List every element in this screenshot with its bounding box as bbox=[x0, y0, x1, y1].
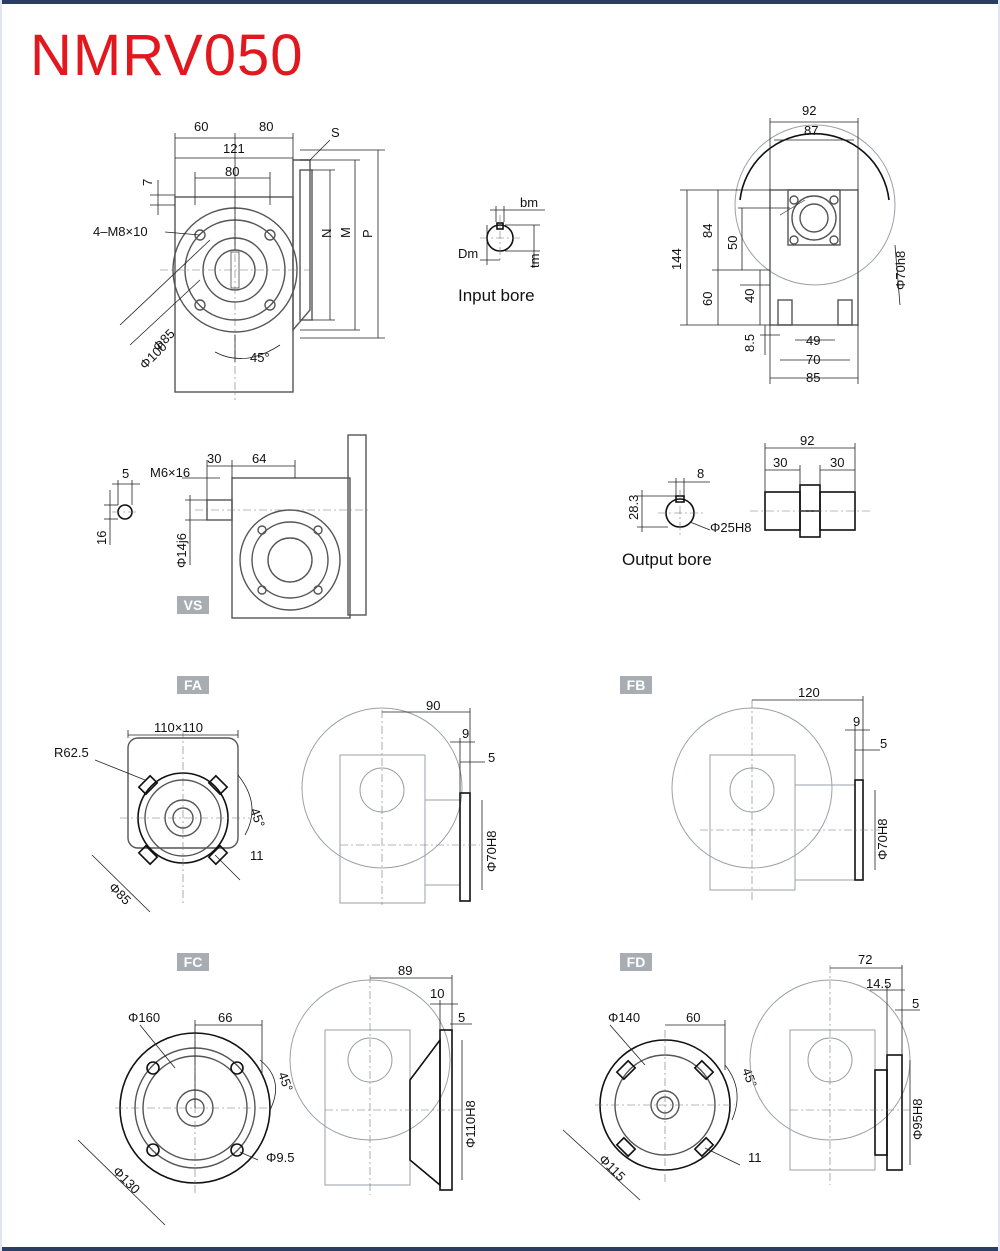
vs-view: 5 M6×16 30 64 16 Φ14j6 bbox=[94, 434, 370, 619]
front-view: 60 80 121 80 7 S N M P 4–M8×10 Φ85 Φ100 … bbox=[93, 119, 385, 400]
fa-badge: FA bbox=[177, 676, 209, 694]
output-bore-label: Output bore bbox=[622, 550, 712, 569]
side-dim-60: 60 bbox=[700, 292, 715, 306]
fd-dim-phi140: Φ140 bbox=[608, 1010, 640, 1025]
front-dim-7: 7 bbox=[140, 179, 155, 186]
vs-dim-5: 5 bbox=[122, 466, 129, 481]
fb-dim-9: 9 bbox=[853, 714, 860, 729]
output-dim-28-3: 28.3 bbox=[626, 495, 641, 520]
front-dim-80: 80 bbox=[225, 164, 239, 179]
front-dim-thread: 4–M8×10 bbox=[93, 224, 148, 239]
fc-badge: FC bbox=[177, 953, 209, 971]
fc-dim-10: 10 bbox=[430, 986, 444, 1001]
fc-dim-phi9-5: Φ9.5 bbox=[266, 1150, 294, 1165]
fd-dim-phi115: Φ115 bbox=[596, 1152, 629, 1185]
fa-dim-angle45: 45° bbox=[247, 806, 268, 830]
fa-dim-110x110: 110×110 bbox=[154, 720, 203, 735]
fa-dim-11: 11 bbox=[250, 848, 264, 863]
fd-dim-phi95h8: Φ95H8 bbox=[910, 1099, 925, 1140]
input-bore-detail: bm Dm tm bbox=[458, 195, 545, 268]
fc-dim-phi160: Φ160 bbox=[128, 1010, 160, 1025]
output-shaft: 92 30 30 bbox=[750, 433, 870, 538]
fc-dim-66: 66 bbox=[218, 1010, 232, 1025]
front-dim-s: S bbox=[331, 125, 340, 140]
shaft-dim-30-right: 30 bbox=[830, 455, 844, 470]
side-view: 92 87 144 84 50 60 40 8.5 49 70 85 Φ70h8 bbox=[669, 103, 908, 385]
output-bore-detail: 8 28.3 Φ25H8 bbox=[626, 466, 751, 535]
model-title: NMRV050 bbox=[30, 23, 304, 88]
input-dim-bm: bm bbox=[520, 195, 538, 210]
vs-dim-phi14j6: Φ14j6 bbox=[174, 533, 189, 568]
fc-dim-phi130: Φ130 bbox=[110, 1164, 143, 1197]
front-dim-p: P bbox=[360, 229, 375, 238]
side-dim-92: 92 bbox=[802, 103, 816, 118]
fb-dim-120: 120 bbox=[798, 685, 820, 700]
fa-side-view: 90 9 5 Φ70H8 bbox=[301, 698, 499, 905]
vs-dim-64: 64 bbox=[252, 451, 266, 466]
bottom-border bbox=[0, 1247, 1000, 1251]
input-dim-dm: Dm bbox=[458, 246, 478, 261]
output-dim-phi25h8: Φ25H8 bbox=[710, 520, 751, 535]
side-dim-8-5: 8.5 bbox=[742, 334, 757, 352]
fd-dim-5: 5 bbox=[912, 996, 919, 1011]
side-dim-84: 84 bbox=[700, 224, 715, 238]
fc-dim-5: 5 bbox=[458, 1010, 465, 1025]
output-dim-8: 8 bbox=[697, 466, 704, 481]
input-dim-tm: tm bbox=[527, 254, 542, 268]
fb-dim-5: 5 bbox=[880, 736, 887, 751]
fc-dim-angle45: 45° bbox=[275, 1070, 296, 1094]
side-dim-70: 70 bbox=[806, 352, 820, 367]
fb-badge: FB bbox=[620, 676, 652, 694]
fa-dim-5: 5 bbox=[488, 750, 495, 765]
front-dim-60: 60 bbox=[194, 119, 208, 134]
fb-side-view: 120 9 5 Φ70H8 bbox=[671, 685, 890, 900]
front-dim-angle45: 45° bbox=[250, 350, 270, 365]
side-dim-50: 50 bbox=[725, 236, 740, 250]
side-dim-85: 85 bbox=[806, 370, 820, 385]
fc-flange-face: Φ160 66 45° Φ9.5 Φ130 bbox=[77, 1010, 296, 1226]
fd-dim-11: 11 bbox=[748, 1150, 762, 1165]
fc-side-view: 89 10 5 Φ110H8 bbox=[289, 963, 478, 1195]
side-dim-87: 87 bbox=[804, 123, 818, 138]
fc-dim-89: 89 bbox=[398, 963, 412, 978]
fd-dim-72: 72 bbox=[858, 952, 872, 967]
vs-dim-16: 16 bbox=[94, 531, 109, 545]
fa-dim-phi70h8: Φ70H8 bbox=[484, 831, 499, 872]
fd-side-view: 72 14.5 5 Φ95H8 bbox=[749, 952, 925, 1185]
fa-dim-r62-5: R62.5 bbox=[54, 745, 89, 760]
side-dim-phi70h8: Φ70h8 bbox=[893, 251, 908, 290]
side-dim-40: 40 bbox=[742, 289, 757, 303]
fa-dim-phi85: Φ85 bbox=[106, 880, 134, 908]
vs-badge: VS bbox=[177, 596, 209, 614]
shaft-dim-92: 92 bbox=[800, 433, 814, 448]
fd-badge: FD bbox=[620, 953, 652, 971]
fa-dim-90: 90 bbox=[426, 698, 440, 713]
side-dim-49: 49 bbox=[806, 333, 820, 348]
fa-flange-face: 110×110 R62.5 45° 11 Φ85 bbox=[54, 720, 268, 913]
fa-dim-9: 9 bbox=[462, 726, 469, 741]
fd-flange-face: Φ140 60 45° 11 Φ115 bbox=[562, 1010, 762, 1201]
right-border bbox=[998, 0, 1000, 1251]
fd-dim-60: 60 bbox=[686, 1010, 700, 1025]
left-border bbox=[0, 0, 2, 1251]
top-border bbox=[0, 0, 1000, 4]
fd-dim-14-5: 14.5 bbox=[866, 976, 891, 991]
vs-dim-30: 30 bbox=[207, 451, 221, 466]
front-dim-121: 121 bbox=[223, 141, 245, 156]
vs-dim-m6x16: M6×16 bbox=[150, 465, 190, 480]
fd-dim-angle45: 45° bbox=[739, 1066, 760, 1090]
fc-dim-phi110h8: Φ110H8 bbox=[463, 1100, 478, 1148]
front-dim-80-top: 80 bbox=[259, 119, 273, 134]
side-dim-144: 144 bbox=[669, 248, 684, 270]
shaft-dim-30-left: 30 bbox=[773, 455, 787, 470]
fb-dim-phi70h8: Φ70H8 bbox=[875, 819, 890, 860]
front-dim-m: M bbox=[338, 227, 353, 238]
front-dim-n: N bbox=[319, 229, 334, 238]
input-bore-label: Input bore bbox=[458, 286, 535, 305]
